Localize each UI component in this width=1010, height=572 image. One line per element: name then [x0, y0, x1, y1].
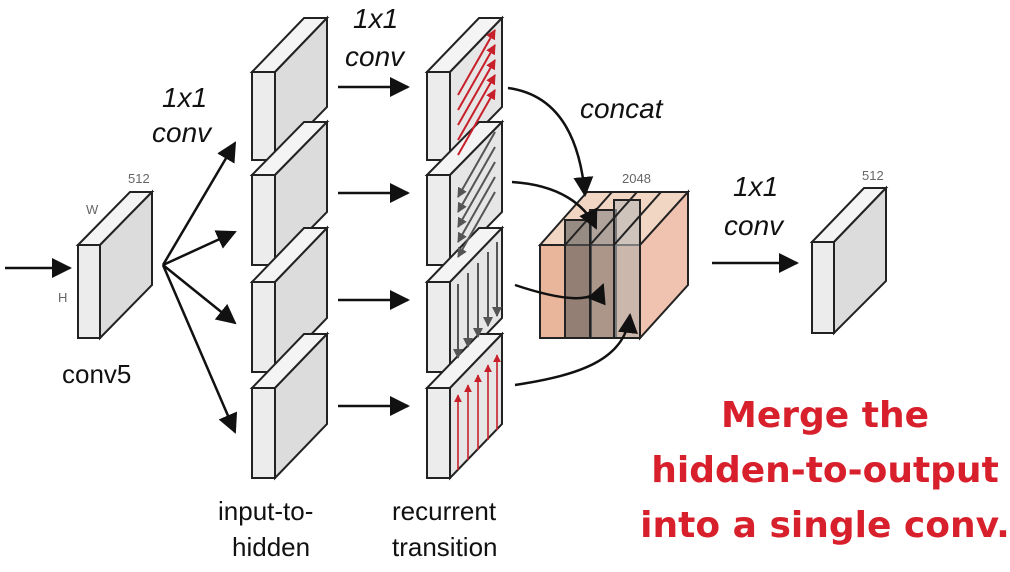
- merge-note-line-2: hidden-to-output: [651, 450, 999, 491]
- conv1x1-b-line1: 1x1: [353, 3, 398, 34]
- hidden-block-1: [249, 15, 330, 163]
- conv1x1-c-line2: conv: [724, 210, 785, 241]
- red-up-arrows: [454, 354, 501, 470]
- conv1x1-a-line1: 1x1: [162, 82, 207, 113]
- concat-arrows: [507, 86, 638, 387]
- dim-512-out-label: 512: [862, 168, 884, 183]
- gray-down-arrows: [453, 242, 502, 359]
- recurrent-transition-stack: [424, 15, 505, 481]
- red-diagonal-arrows: [457, 29, 496, 156]
- conv1x1-c-line1: 1x1: [733, 171, 778, 202]
- dim-h-label: H: [58, 290, 67, 305]
- dim-512-in-label: 512: [128, 171, 150, 186]
- recurrent-transition-label-1: recurrent: [392, 496, 497, 526]
- merge-note: Merge the hidden-to-output into a single…: [640, 388, 1010, 553]
- conv1x1-b-line2: conv: [345, 41, 406, 72]
- recurrent-transition-label-2: transition: [392, 532, 498, 562]
- input-to-hidden-stack: [249, 15, 330, 481]
- conv1x1-a-line2: conv: [152, 117, 213, 148]
- merge-note-line-1: Merge the: [721, 395, 929, 436]
- input-to-hidden-label-1: input-to-: [218, 496, 313, 526]
- input-to-hidden-label-2: hidden: [232, 532, 310, 562]
- concat-volume: [537, 189, 691, 341]
- hidden-block-2: [249, 119, 330, 268]
- conv5-label: conv5: [62, 359, 131, 389]
- conv5-block: [75, 189, 155, 341]
- hidden-block-3: [249, 225, 330, 375]
- dim-2048-label: 2048: [622, 171, 651, 186]
- gray-diagonal-arrows: [457, 131, 496, 258]
- hidden-block-4: [249, 331, 330, 481]
- merge-note-line-3: into a single conv.: [640, 505, 1010, 546]
- hidden-to-recurrent-arrows: [338, 77, 410, 416]
- concat-label: concat: [580, 93, 664, 124]
- dim-w-label: W: [86, 202, 99, 217]
- output-block: [809, 185, 889, 336]
- fan-out-arrows: [161, 141, 238, 434]
